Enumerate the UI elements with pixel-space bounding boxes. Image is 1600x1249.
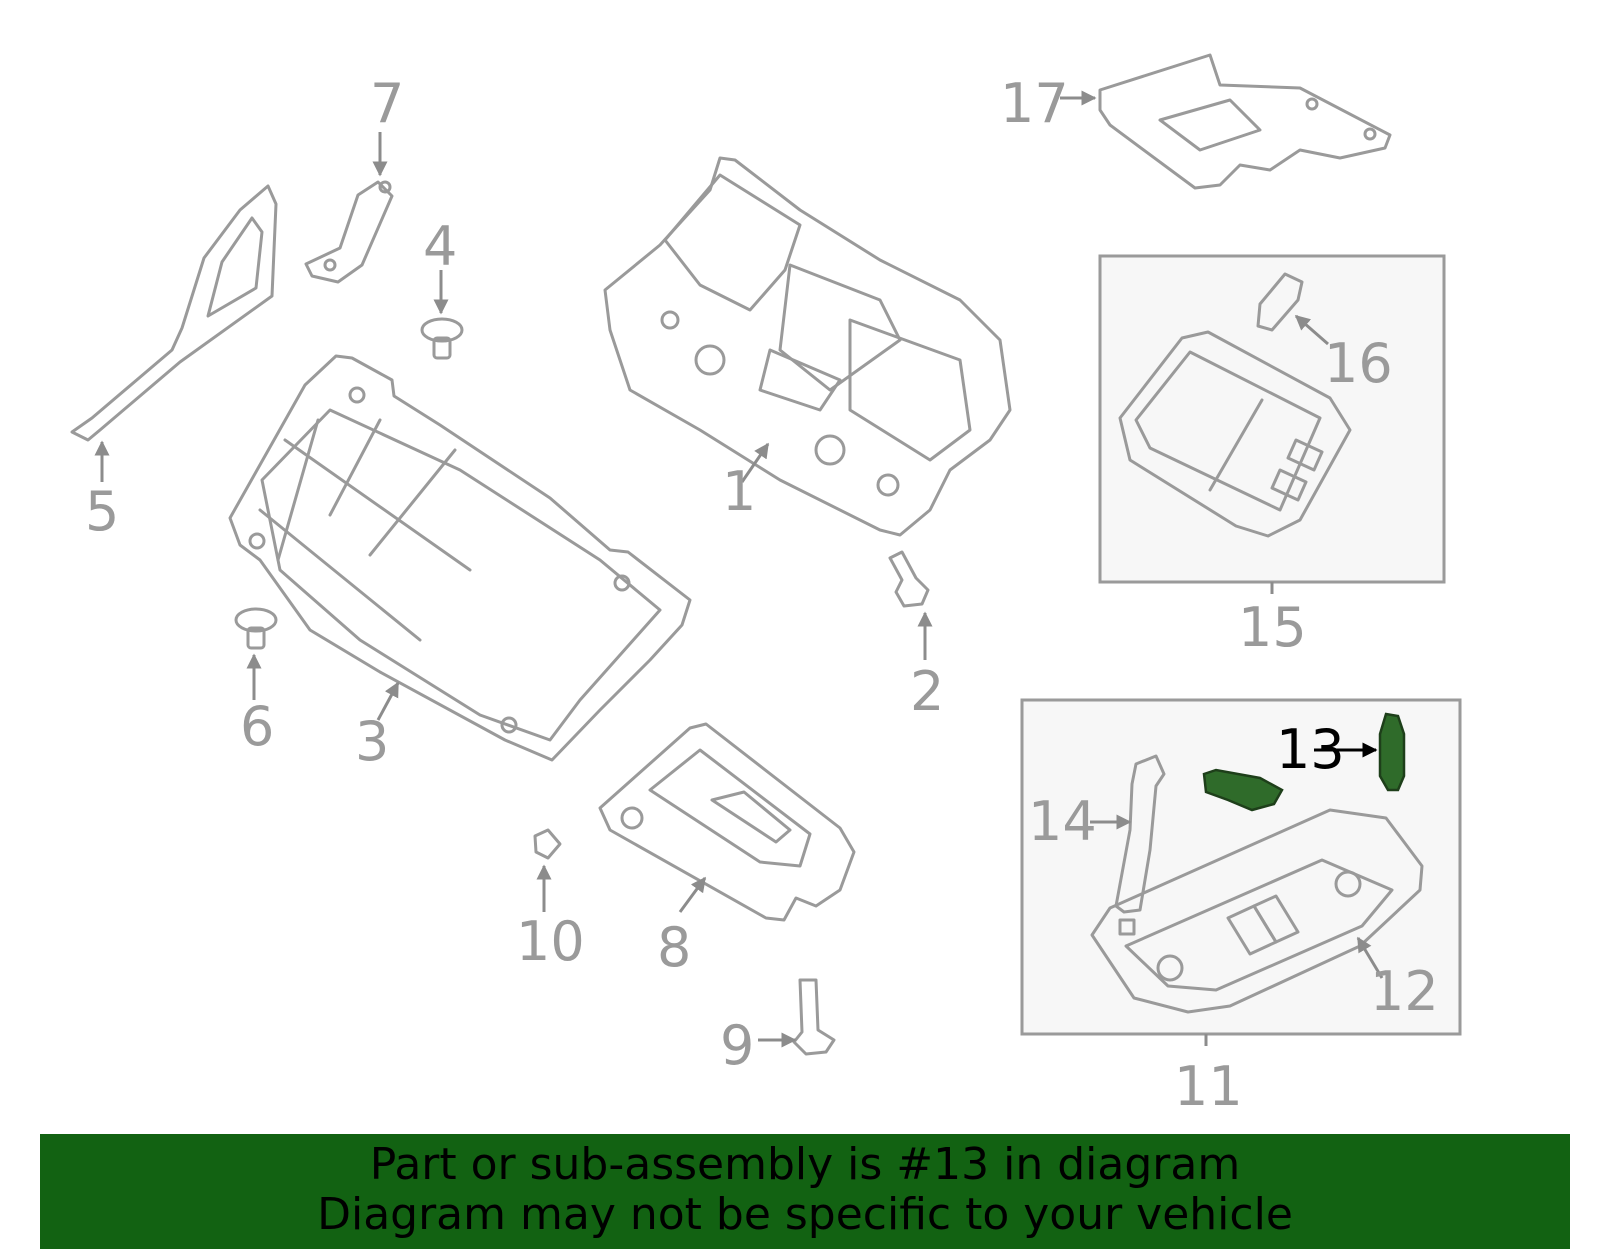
inset-11-box xyxy=(1020,698,1462,1046)
callout-16: 16 xyxy=(1324,332,1393,395)
callout-9: 9 xyxy=(720,1014,754,1077)
inset-15-box xyxy=(1098,254,1446,594)
callout-10: 10 xyxy=(516,910,585,973)
callout-17: 17 xyxy=(1000,72,1069,135)
part-17-bracket xyxy=(1060,53,1392,190)
part-8-console xyxy=(598,722,856,922)
callout-2: 2 xyxy=(910,660,944,723)
callout-15: 15 xyxy=(1238,596,1307,659)
part-9-screw xyxy=(758,978,836,1056)
callout-5: 5 xyxy=(85,480,119,543)
callout-3: 3 xyxy=(355,710,389,773)
part-1-trim-panel xyxy=(603,156,1012,537)
callout-11: 11 xyxy=(1174,1055,1243,1118)
part-4-clip xyxy=(420,270,464,360)
callout-7: 7 xyxy=(370,72,404,135)
callout-14: 14 xyxy=(1028,790,1097,853)
footer-line-2: Diagram may not be specific to your vehi… xyxy=(317,1189,1293,1240)
callout-6: 6 xyxy=(240,695,274,758)
part-7-bracket xyxy=(304,132,394,284)
part-3-headliner xyxy=(228,354,692,762)
callout-13: 13 xyxy=(1276,718,1345,781)
part-10-clip xyxy=(533,828,562,912)
part-13-highlight xyxy=(1202,768,1284,812)
callout-1: 1 xyxy=(722,460,756,523)
part-2-bolt xyxy=(888,550,933,660)
callout-4: 4 xyxy=(423,215,457,278)
callout-8: 8 xyxy=(657,916,691,979)
footer-line-1: Part or sub-assembly is #13 in diagram xyxy=(369,1139,1241,1190)
part-6-clip xyxy=(234,607,278,700)
part-5-pillar-trim xyxy=(70,184,278,482)
callout-12: 12 xyxy=(1370,960,1439,1023)
footer-banner: Part or sub-assembly is #13 in diagram D… xyxy=(40,1134,1570,1249)
